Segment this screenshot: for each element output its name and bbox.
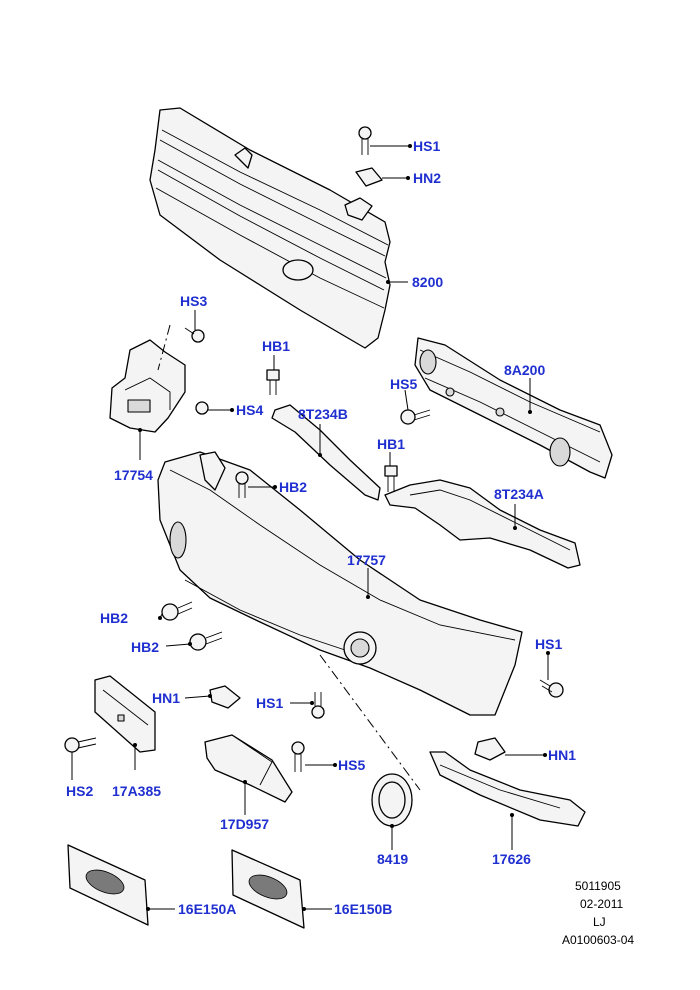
- license-plate-16E150A: [67, 844, 149, 926]
- callout-17757: 17757: [347, 552, 386, 568]
- callout-8T234B: 8T234B: [298, 406, 348, 422]
- bracket-17754: [109, 339, 186, 433]
- leader-lines: [71, 144, 550, 911]
- callout-8T234A: 8T234A: [494, 486, 544, 502]
- callout-hn1-right: HN1: [548, 747, 576, 763]
- ring-8419: [371, 773, 413, 827]
- callout-hb1-left: HB1: [262, 338, 290, 354]
- callout-16E150B: 16E150B: [334, 901, 392, 917]
- callout-hs1-top: HS1: [413, 138, 440, 154]
- callout-17A385: 17A385: [112, 783, 161, 799]
- callout-hs3: HS3: [180, 293, 207, 309]
- callout-hn2: HN2: [413, 170, 441, 186]
- reference-model: LJ: [593, 915, 606, 929]
- strip-8T234B: [271, 404, 381, 501]
- reference-illustration-id: A0100603-04: [562, 933, 634, 947]
- callout-hb2-a: HB2: [100, 610, 128, 626]
- callout-17626: 17626: [492, 851, 531, 867]
- support-8T234A: [384, 479, 581, 569]
- callout-hs5-top: HS5: [390, 376, 417, 392]
- callout-16E150A: 16E150A: [178, 901, 236, 917]
- callout-hs5-bottom: HS5: [338, 757, 365, 773]
- callout-8A200: 8A200: [504, 362, 545, 378]
- callout-hs4: HS4: [236, 402, 263, 418]
- reference-number: 5011905: [575, 879, 621, 893]
- bumper-17757: [157, 451, 523, 716]
- callout-hs1-right: HS1: [535, 636, 562, 652]
- callout-8419: 8419: [377, 851, 408, 867]
- callout-hn1-left: HN1: [152, 690, 180, 706]
- callout-hs2: HS2: [66, 783, 93, 799]
- callout-hs1-mid: HS1: [256, 695, 283, 711]
- callout-hb1-right: HB1: [377, 436, 405, 452]
- callout-17D957: 17D957: [220, 816, 269, 832]
- callout-hb2-top: HB2: [279, 479, 307, 495]
- grille-8200: [149, 107, 391, 349]
- reference-date: 02-2011: [580, 897, 623, 911]
- callout-hb2-b: HB2: [131, 639, 159, 655]
- callout-8200: 8200: [412, 274, 443, 290]
- callout-17754: 17754: [114, 467, 153, 483]
- reinforcement-8A200: [414, 337, 613, 479]
- lower-trim-17626: [429, 751, 586, 827]
- license-plate-16E150B: [231, 849, 305, 929]
- plate-bracket-17A385: [94, 675, 156, 753]
- cover-17D957: [204, 734, 293, 803]
